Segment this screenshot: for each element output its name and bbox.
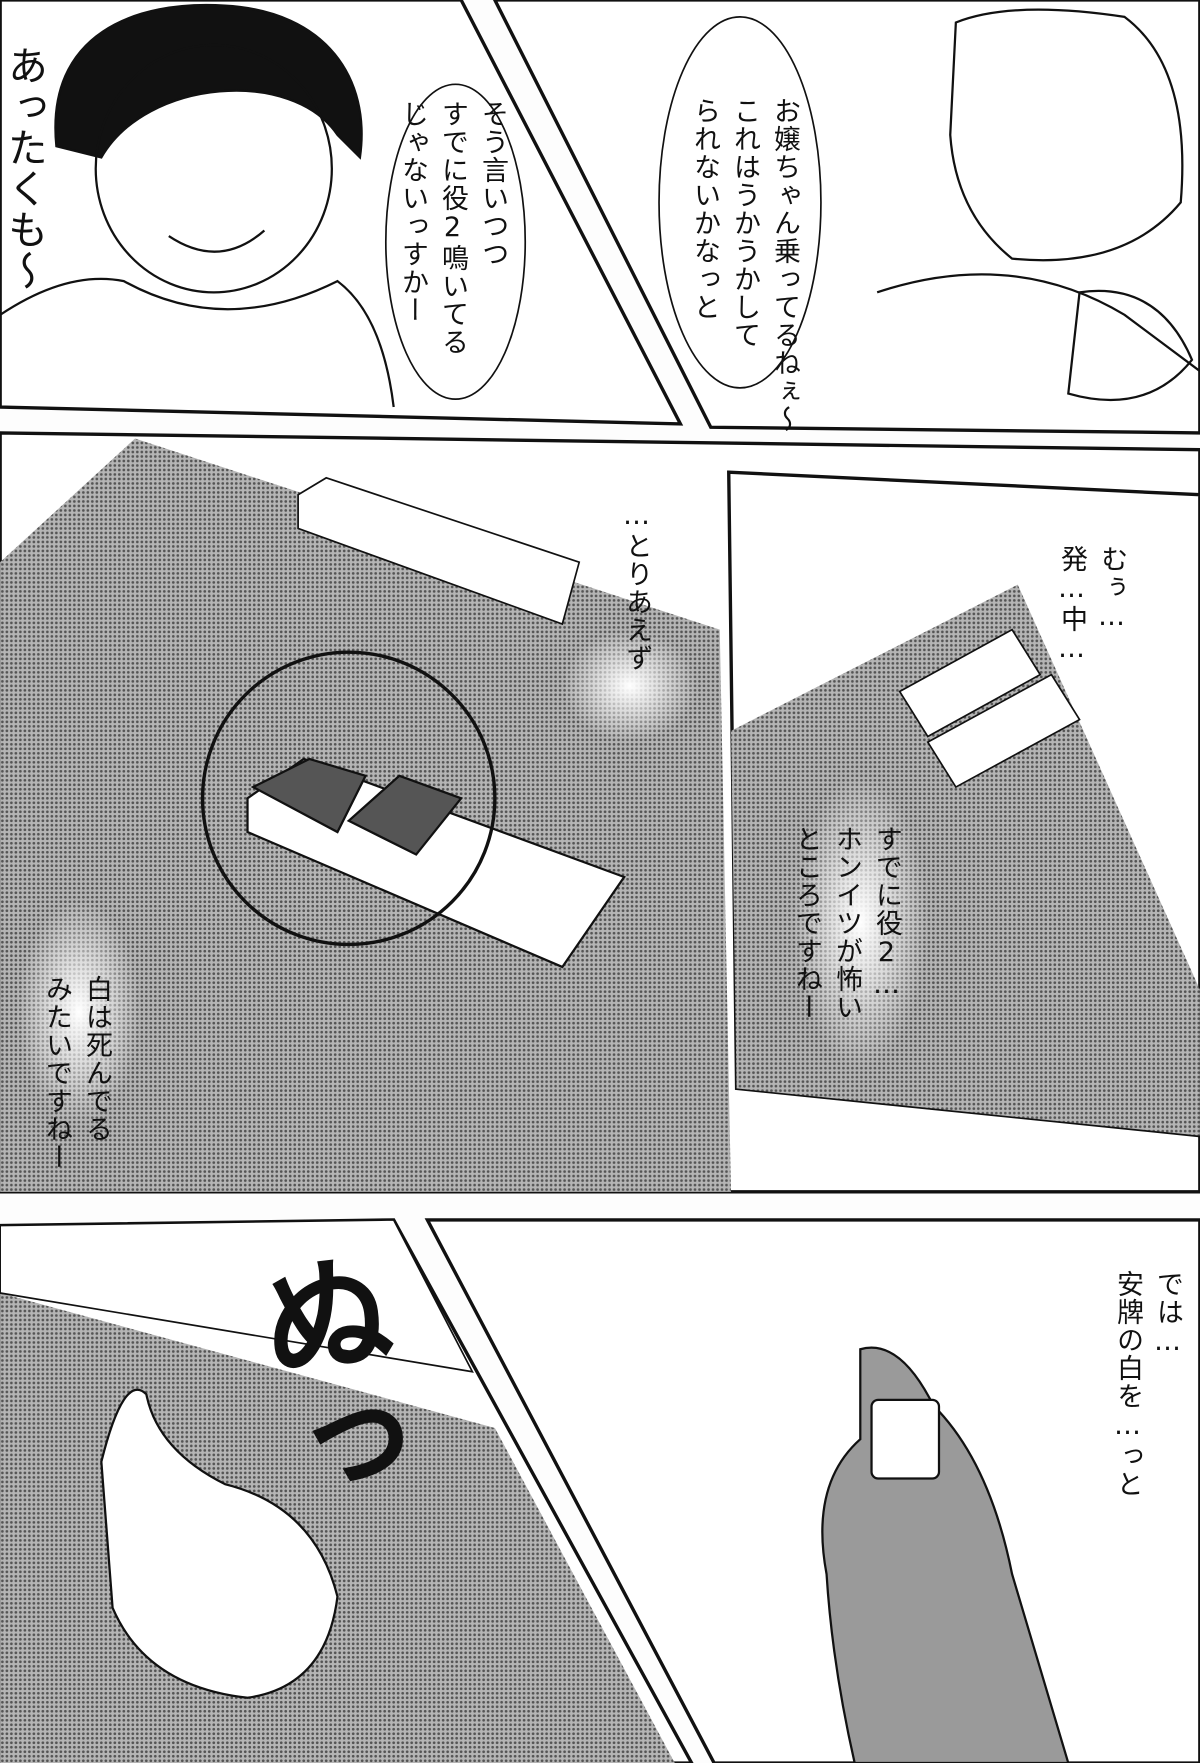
thought-line: むぅ…: [1096, 545, 1127, 633]
speech-bubble-right: [658, 16, 822, 389]
speech-text-old-man: お嬢ちゃん乗ってるねぇ〜これはうかうかしてられないかなっと: [684, 97, 804, 433]
thought-line: では…: [1152, 1270, 1183, 1358]
speech-line: られないかなっと: [689, 97, 720, 321]
speech-bubble-left: [384, 83, 527, 400]
thought-line: みたいですねー: [41, 975, 72, 1171]
highlight-circle: [200, 650, 497, 947]
reaching-hand: [100, 1388, 339, 1699]
edge-exclamation: あったくも〜: [1, 45, 47, 291]
thought-line: 発…中…: [1056, 545, 1087, 665]
discarded-honor-tiles: [898, 628, 1081, 789]
thought-line: 安牌の白を…っと: [1112, 1270, 1143, 1498]
thought-line: ホンイツが怖い: [831, 825, 862, 1021]
thought-for-now: …とりあえず: [621, 500, 652, 672]
speech-line: これはうかうかして: [729, 97, 760, 349]
thought-safe-tile: では… 安牌の白を…っと: [1107, 1270, 1187, 1498]
thought-line: ところですねー: [791, 825, 822, 1021]
tile-wall: [297, 476, 581, 626]
old-man-character: [876, 8, 1200, 402]
speech-line: お嬢ちゃん乗ってるねぇ〜: [769, 97, 800, 433]
thought-white-dead: 白は死んでるみたいですねー: [36, 975, 116, 1171]
young-man-character: [0, 3, 395, 408]
hand-holding-tile: [821, 1346, 1070, 1763]
thought-honitsu: すでに役2… ホンイツが怖いところですねー: [786, 825, 906, 1021]
speech-line: そう言いつつ: [477, 100, 508, 268]
melded-tiles: [246, 757, 626, 969]
speech-text-young-man: そう言いつつすでに役2鳴いてるじゃないっすかー: [392, 100, 512, 356]
speech-line: すでに役2鳴いてる: [437, 100, 468, 356]
thought-line: すでに役2…: [871, 825, 902, 1001]
thought-hatsu-chun: むぅ… 発…中…: [1051, 545, 1131, 665]
thought-line: 白は死んでる: [81, 975, 112, 1143]
speech-line: じゃないっすかー: [397, 100, 428, 324]
